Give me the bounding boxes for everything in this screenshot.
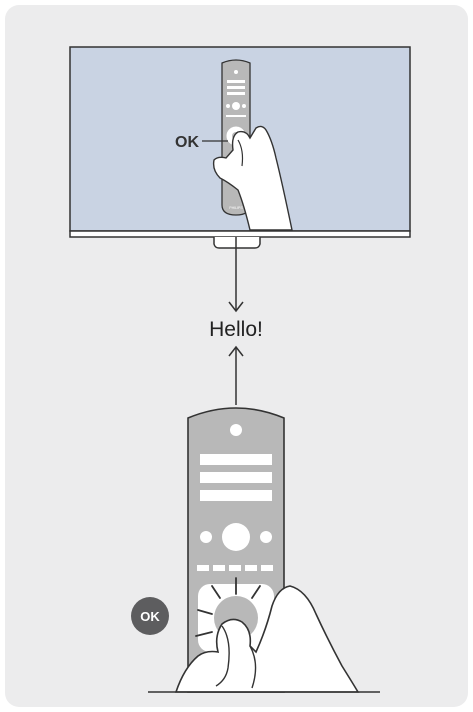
remote-left-dot — [200, 531, 212, 543]
remote-right-dot — [260, 531, 272, 543]
greeting-text: Hello! — [209, 318, 263, 341]
tv-stand — [214, 237, 260, 248]
remote-brand-label: PHILIPS — [229, 206, 243, 210]
remote-row-1 — [200, 454, 272, 465]
remote-row-3 — [200, 490, 272, 501]
tv-bezel-bottom — [70, 231, 410, 237]
power-button — [230, 424, 242, 436]
remote-row-2 — [200, 472, 272, 483]
tv-ok-label: OK — [175, 134, 199, 151]
ok-badge-label: OK — [140, 609, 160, 624]
remote-center-button — [222, 523, 250, 551]
